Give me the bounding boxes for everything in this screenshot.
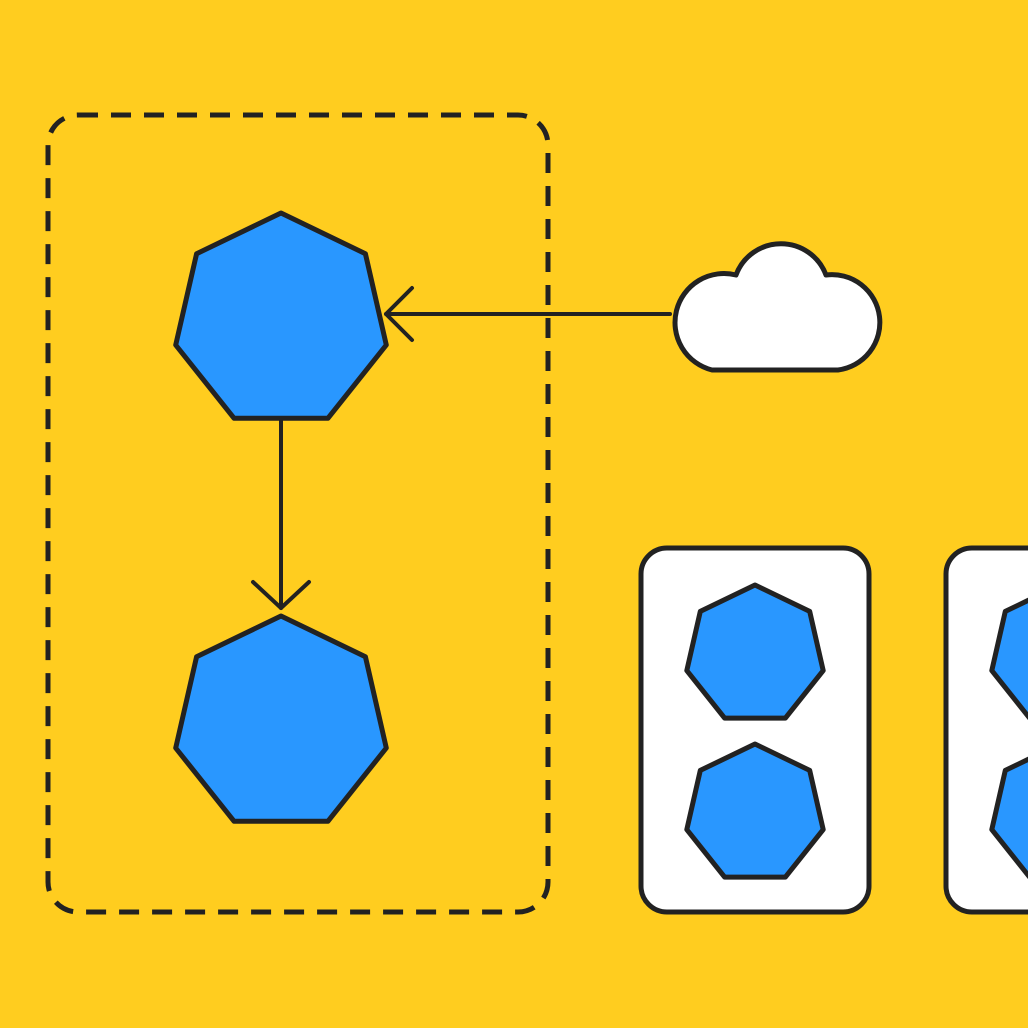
cloud-icon [672, 241, 883, 373]
heptagon-icon [173, 210, 389, 421]
heptagon-icon [989, 597, 1028, 720]
heptagon-icon [684, 582, 826, 721]
arrow-top-to-bottom-node [251, 418, 311, 610]
heptagon-icon [989, 756, 1028, 879]
heptagon-icon [173, 613, 389, 824]
node-card-partial [943, 545, 1028, 915]
heptagon-icon [684, 741, 826, 880]
node-card [638, 545, 872, 915]
arrow-cloud-to-top-node [384, 286, 672, 342]
dashed-group-box [45, 112, 551, 915]
